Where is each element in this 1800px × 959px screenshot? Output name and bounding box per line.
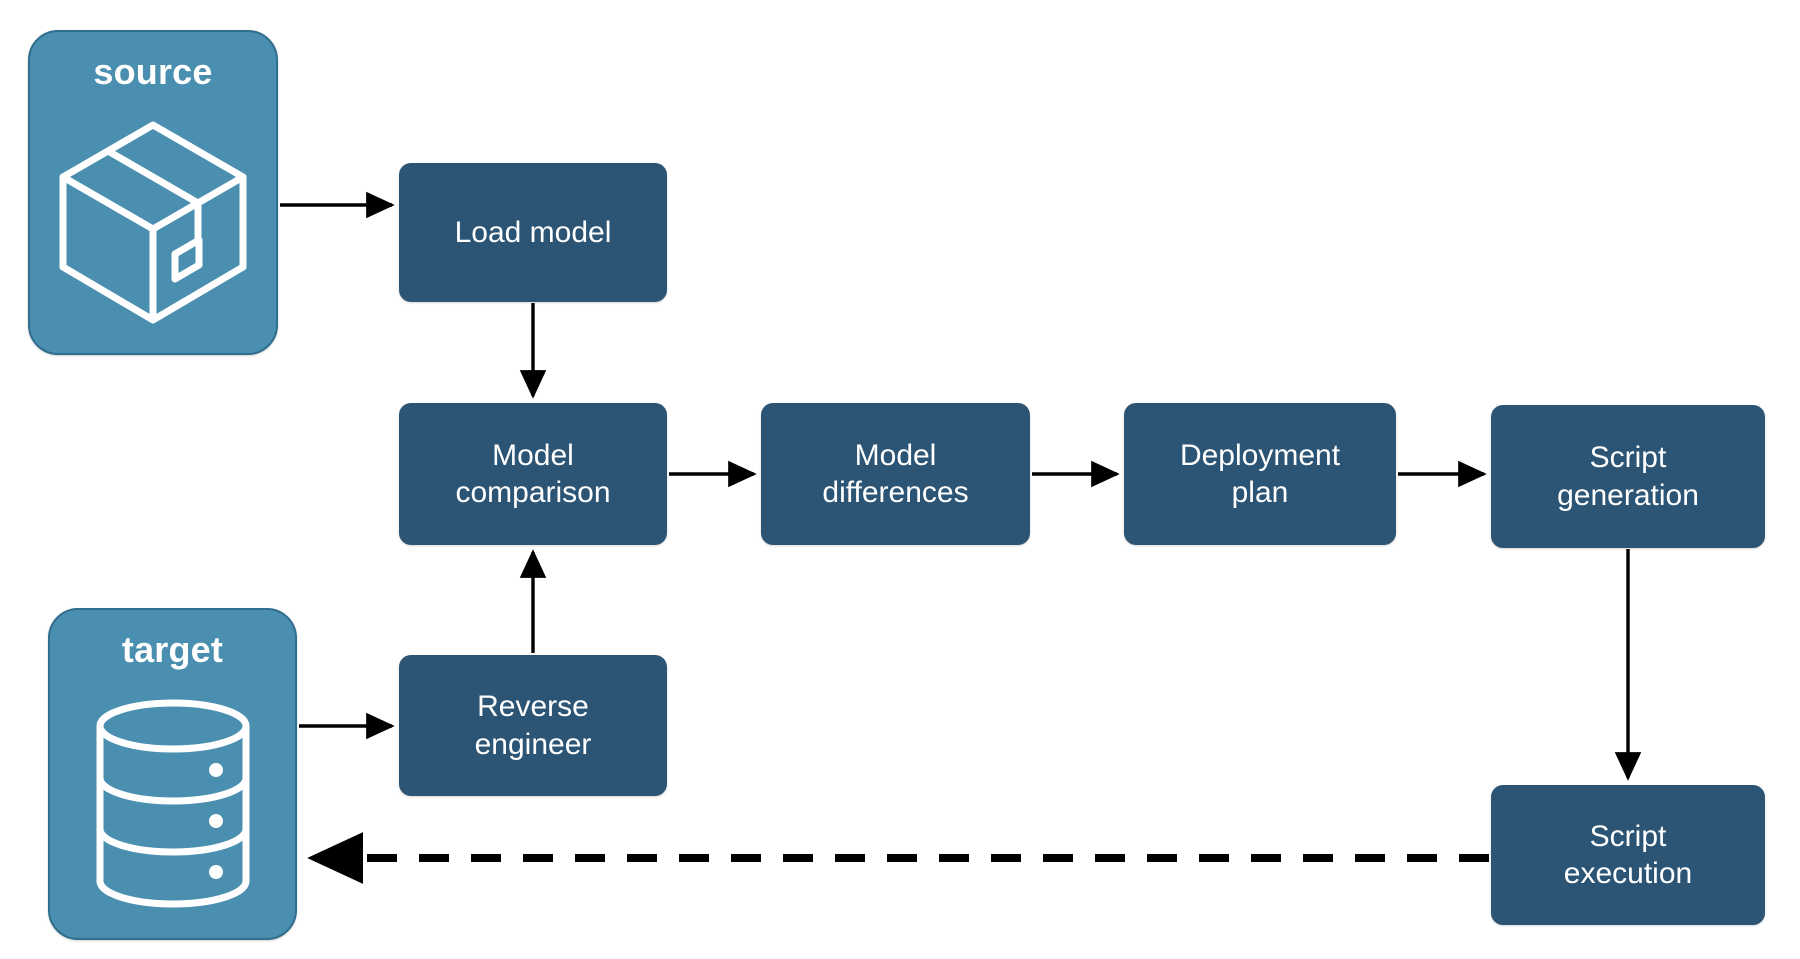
script-generation-label: Script generation [1557, 441, 1699, 512]
node-model-comparison[interactable]: Model comparison [399, 403, 667, 545]
node-script-generation[interactable]: Script generation [1491, 405, 1765, 548]
model-comparison-label: Model comparison [455, 438, 611, 510]
deployment-plan-label: Deployment plan [1179, 438, 1341, 510]
node-target[interactable]: target [48, 608, 297, 940]
node-deployment-plan[interactable]: Deployment plan [1124, 403, 1396, 545]
node-source[interactable]: source [28, 30, 278, 355]
load-model-label: Load model [454, 215, 612, 249]
node-reverse-engineer[interactable]: Reverse engineer [399, 655, 667, 796]
database-cylinder-icon [50, 670, 295, 938]
package-box-icon [30, 92, 276, 353]
reverse-engineer-label: Reverse engineer [474, 690, 592, 761]
model-differences-label: Model differences [822, 438, 969, 510]
target-label: target [121, 629, 224, 670]
source-label: source [93, 51, 213, 92]
node-model-differences[interactable]: Model differences [761, 403, 1030, 545]
script-execution-label: Script execution [1563, 819, 1693, 891]
node-load-model[interactable]: Load model [399, 163, 667, 302]
node-script-execution[interactable]: Script execution [1491, 785, 1765, 925]
